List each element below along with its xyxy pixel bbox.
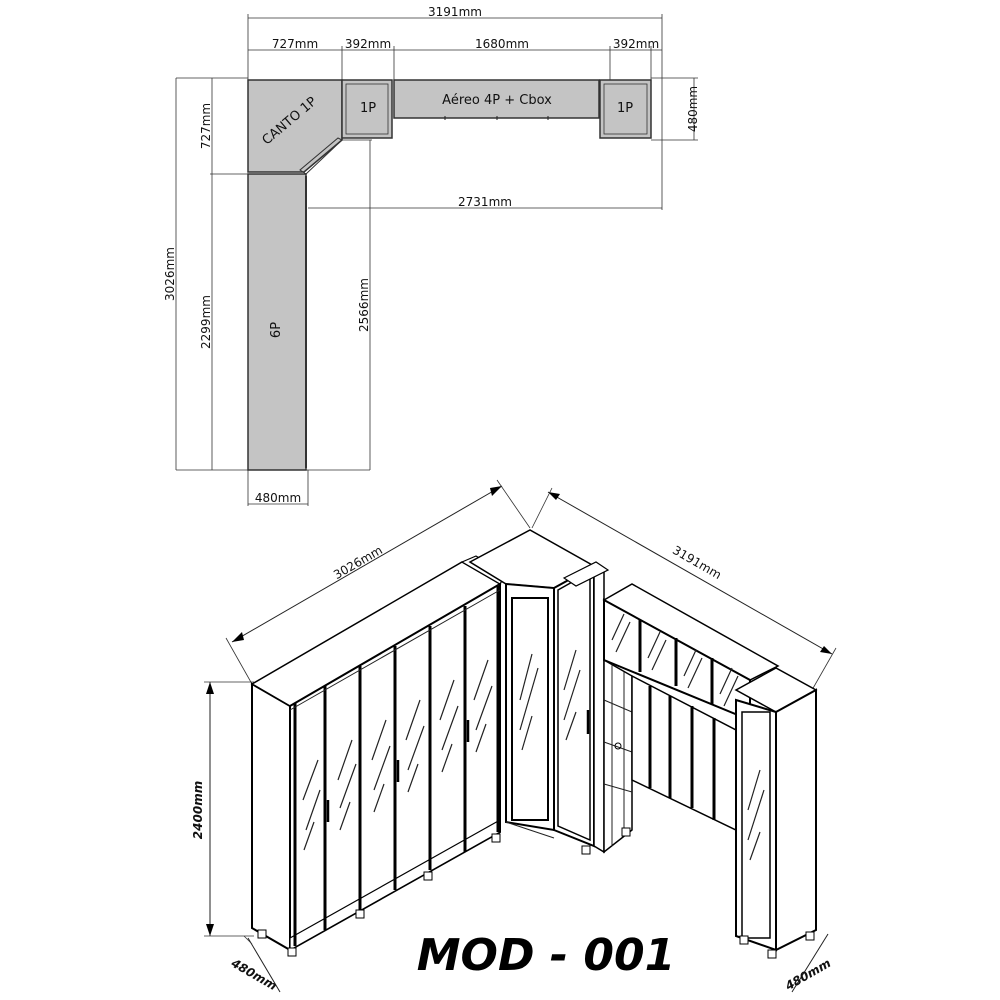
module-1p-right [599, 79, 652, 139]
dim-total-width: 3191mm [428, 5, 482, 19]
left-wing-doors [289, 586, 501, 946]
dim-right-length: 3191mm [670, 543, 724, 582]
dim-height: 2400mm [191, 781, 205, 839]
dim-corner-height: 727mm [199, 103, 213, 149]
dim-column-height: 2299mm [199, 295, 213, 349]
dim-1p-left-width: 392mm [345, 37, 391, 51]
dim-depth-left: 480mm [228, 955, 279, 993]
module-6p [247, 173, 307, 471]
dim-left-length: 3026mm [331, 543, 385, 582]
isometric-elevation: 3026mm 3191mm 2400mm 480mm 480mm [191, 479, 837, 994]
dim-depth-right: 480mm [782, 956, 833, 994]
floor-plan: 3191mm 727mm 392mm 1680mm 392mm 480mm 27… [163, 5, 700, 506]
dim-right-depth: 480mm [686, 86, 700, 132]
model-name: MOD - 001 [417, 930, 675, 981]
module-1p-left [341, 79, 393, 139]
label-aereo: Aéreo 4P + Cbox [442, 93, 552, 108]
dim-inner-height: 2566mm [357, 278, 371, 332]
dim-inner-width: 2731mm [458, 195, 512, 209]
module-aereo [393, 79, 600, 119]
label-1p-left: 1P [360, 101, 376, 116]
module-canto-1p [247, 79, 343, 173]
dim-total-height: 3026mm [163, 247, 177, 301]
dim-corner-width: 727mm [272, 37, 318, 51]
dim-1p-right-width: 392mm [613, 37, 659, 51]
label-1p-right: 1P [617, 101, 633, 116]
dim-aereo-width: 1680mm [475, 37, 529, 51]
dim-bottom-depth: 480mm [255, 491, 301, 505]
label-6p: 6P [269, 322, 284, 338]
